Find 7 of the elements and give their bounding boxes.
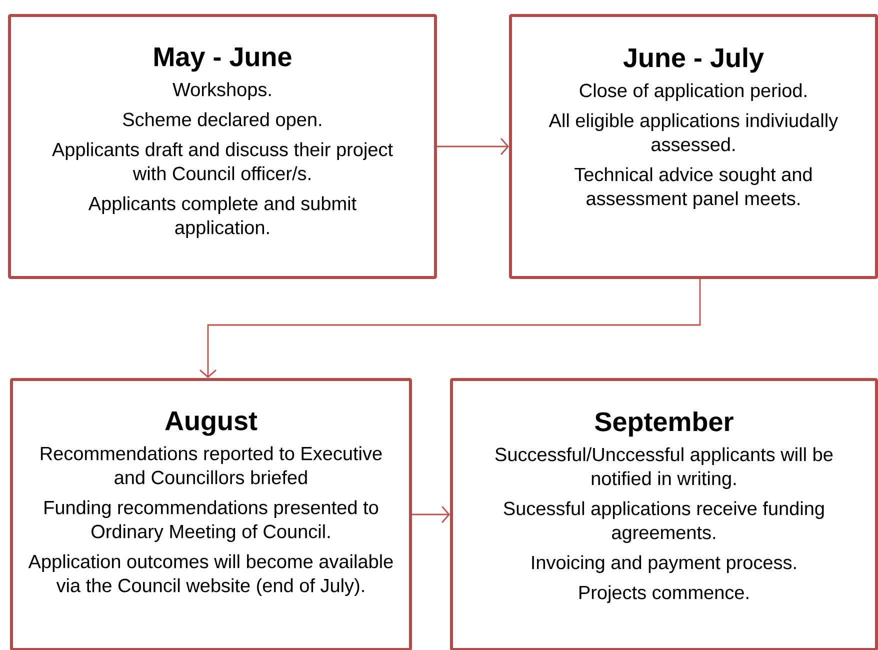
stage-box: May - June Workshops. Scheme declared open. Applicants draft and discuss their project with Council officer/s. Applicants complete and submit application. — [8, 14, 437, 279]
stage-box: August Recommendations reported to Executive and Councillors briefed Funding recommendations presented to Ordinary Meeting of Council. Application outcomes will become available via the Council website (end of July). — [10, 378, 412, 650]
arrow — [412, 506, 450, 523]
stage-box: September Successful/Unccessful applicants will be notified in writing. Sucessful applications receive funding agreements. Invoicing and payment process. Projects commence. — [450, 378, 878, 650]
arrow — [437, 138, 509, 155]
arrow — [200, 279, 701, 378]
stage-box: June - July Close of application period. All eligible applications indiviudally assessed. Technical advice sought and assessment panel meets. — [509, 14, 878, 279]
